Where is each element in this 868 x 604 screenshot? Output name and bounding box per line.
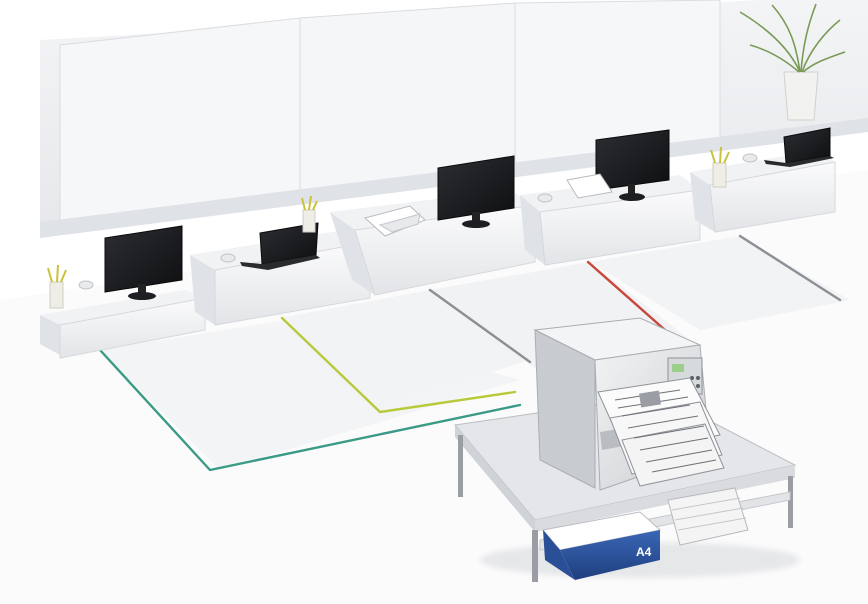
monitor-1 — [104, 225, 183, 300]
desk-1 — [40, 290, 206, 359]
desk-accessories — [47, 146, 758, 309]
monitor-2 — [437, 155, 515, 228]
gray-cable-right — [738, 234, 842, 302]
paper-stack — [667, 487, 749, 546]
network-cables — [98, 234, 842, 472]
printed-pages — [597, 377, 725, 487]
yellow-green-cable — [280, 316, 517, 414]
desk-4 — [520, 175, 701, 266]
teal-cable — [98, 348, 522, 472]
monitor-3 — [595, 129, 670, 201]
laptop-1 — [240, 222, 320, 270]
potted-plant — [739, 3, 846, 121]
gray-cable — [428, 288, 532, 364]
paper-box: A4 — [542, 511, 662, 580]
red-cable — [586, 260, 667, 332]
laptop-2 — [764, 127, 834, 167]
box-label: A4 — [636, 545, 652, 559]
